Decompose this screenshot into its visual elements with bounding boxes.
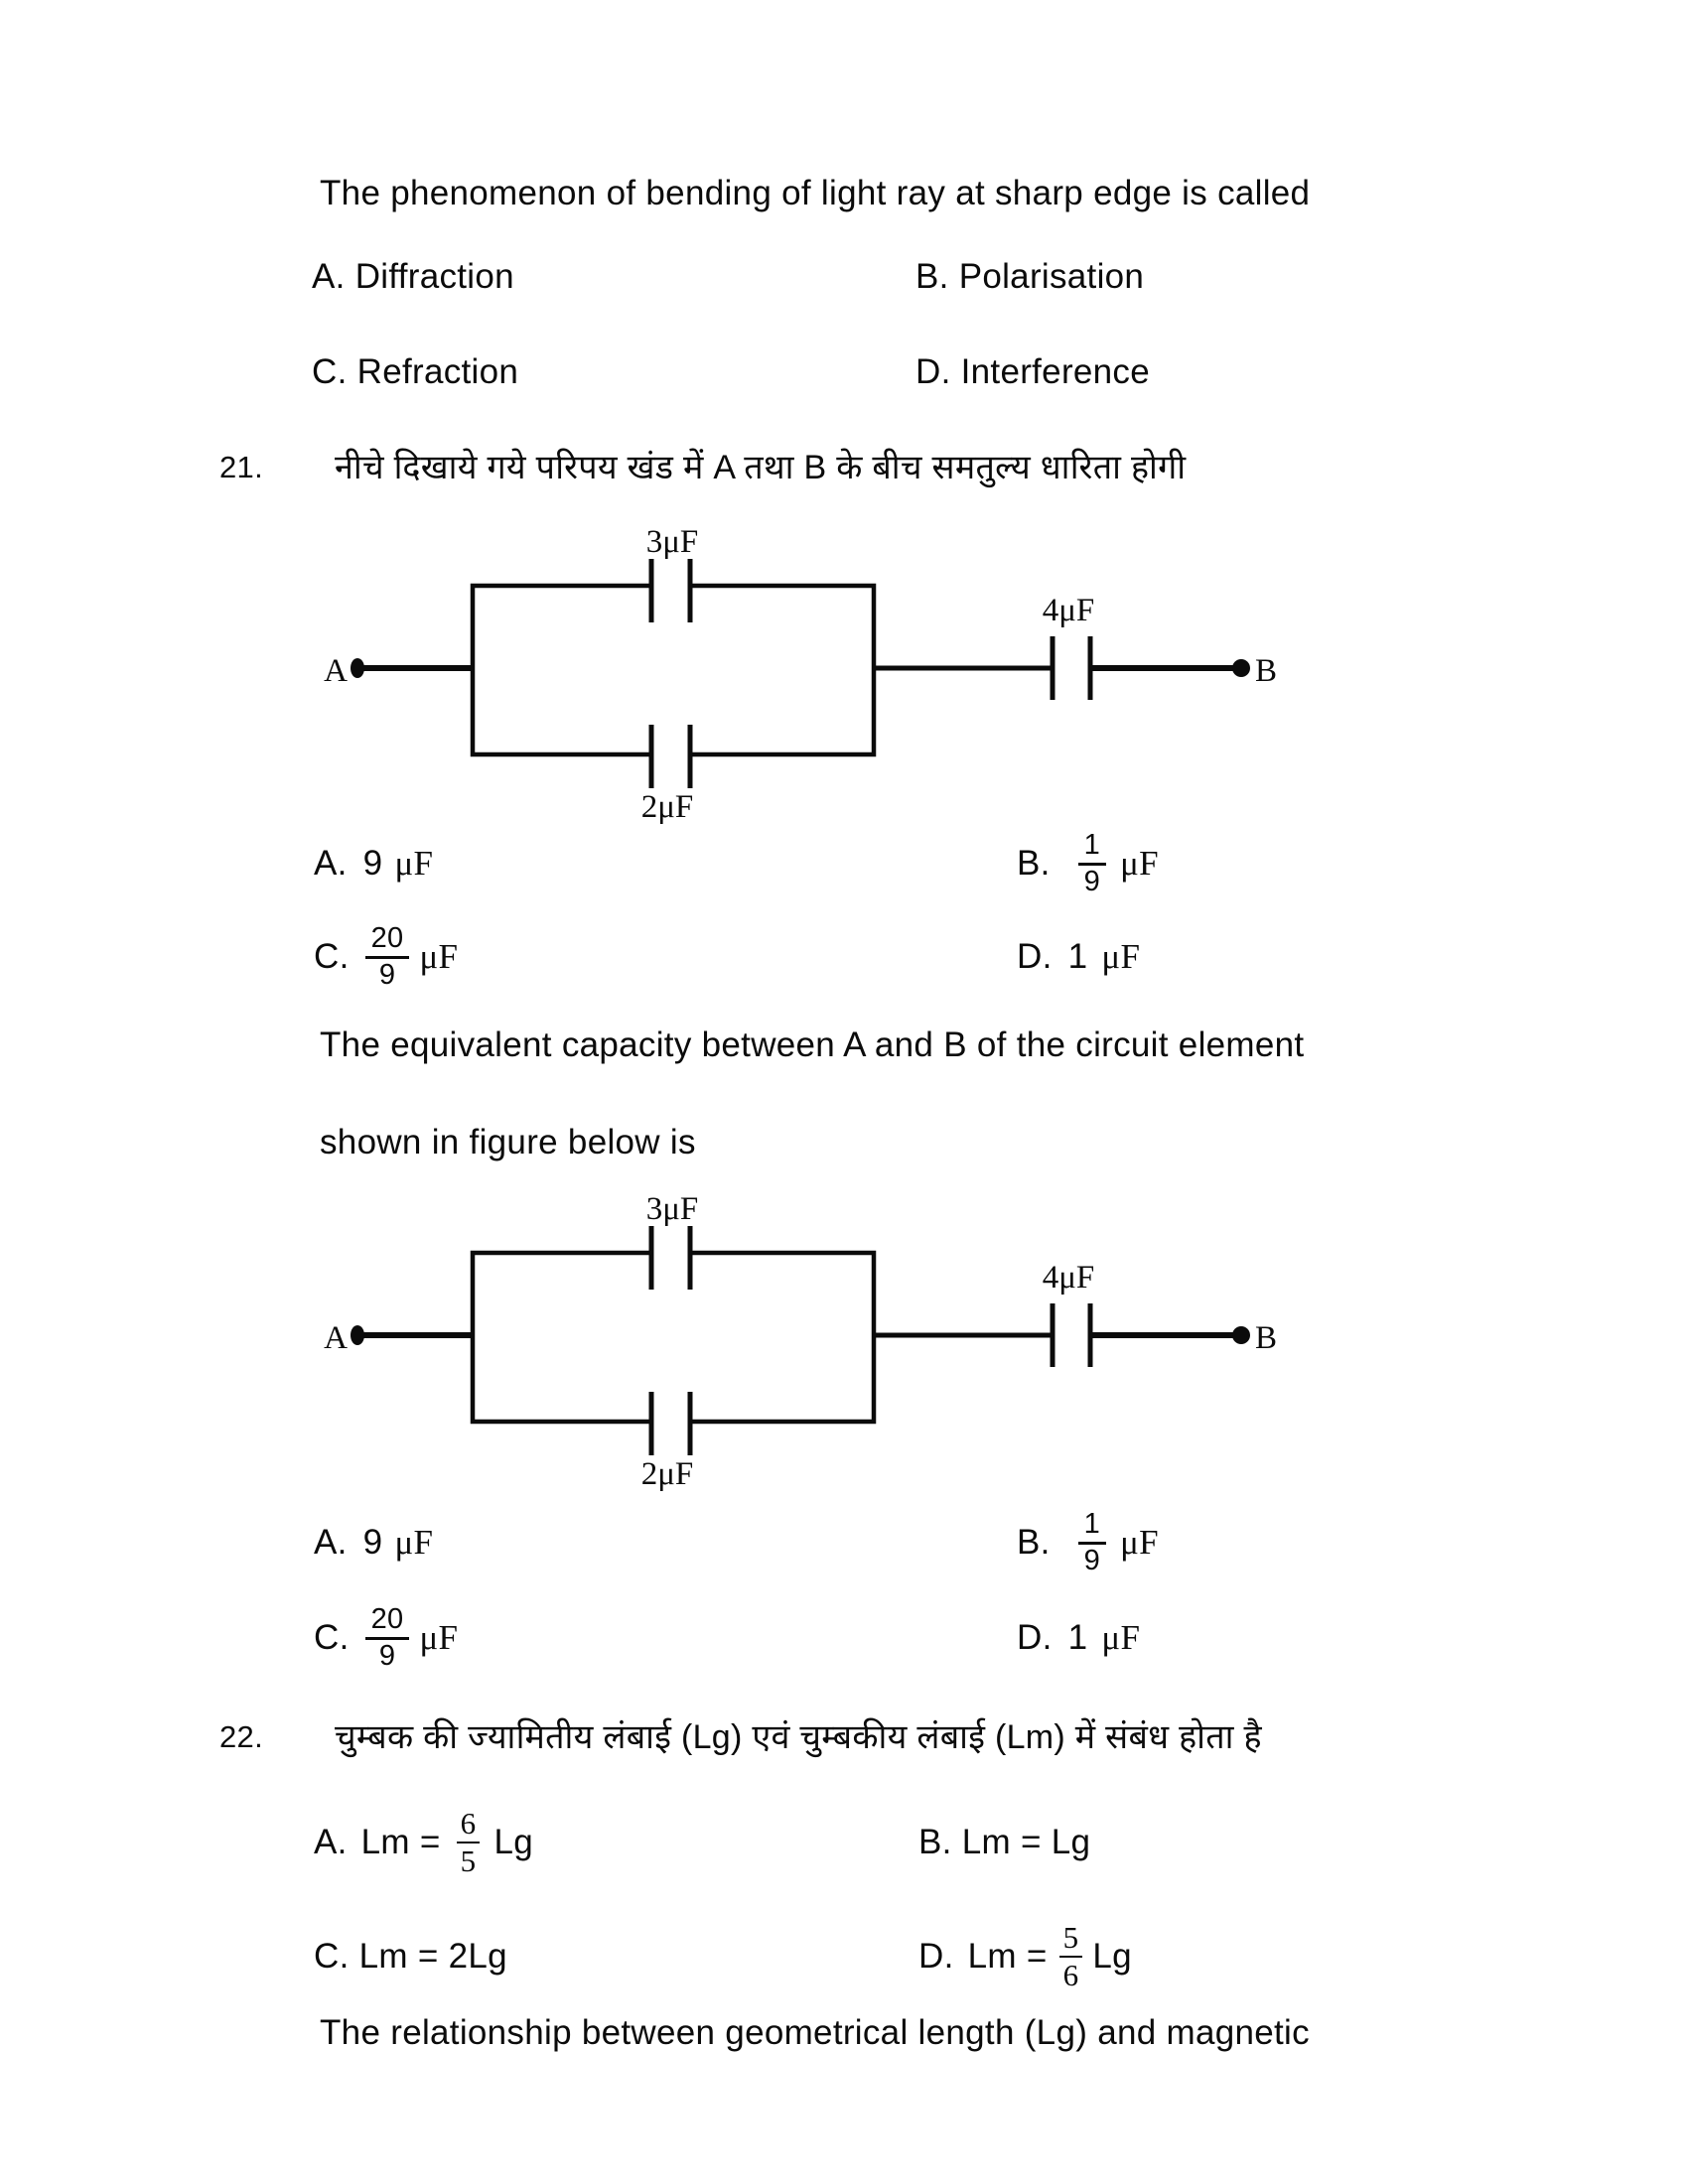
- q22-option-d-suffix: Lg: [1092, 1937, 1132, 1976]
- q20-option-c-text: C. Refraction: [312, 352, 519, 391]
- q22-number: 22.: [219, 1719, 263, 1754]
- q21-option-b-unit: μF: [1120, 844, 1159, 883]
- terminal-b-dot: [1232, 1326, 1250, 1344]
- q21b-option-a: A. 9 μF: [314, 1520, 433, 1566]
- q20-option-a: A. Diffraction: [312, 254, 514, 300]
- fraction-numerator: 20: [364, 923, 410, 959]
- q22-option-b: B. Lm = Lg: [918, 1820, 1090, 1865]
- q21-option-d-label: D.: [1017, 937, 1053, 976]
- q22-question-english-partial: The relationship between geometrical len…: [320, 2013, 1310, 2052]
- q22-option-d-fraction: 5 6: [1058, 1921, 1083, 1992]
- q21b-option-a-label: A.: [314, 1523, 348, 1562]
- terminal-a-label: A: [324, 1320, 348, 1356]
- q21-question-hindi: नीचे दिखाये गये परिपय खंड में A तथा B के…: [335, 449, 1187, 486]
- q22-option-a-label: A.: [314, 1823, 348, 1861]
- q21-option-c-unit: μF: [419, 937, 459, 976]
- right-capacitor-label: 4μF: [1043, 593, 1095, 628]
- q22-option-a-fraction: 6 5: [456, 1807, 481, 1878]
- q21-option-c: C. 20 9 μF: [314, 912, 458, 1002]
- circuit-loop-wire: [470, 583, 877, 757]
- q21-option-b-label: B.: [1017, 844, 1051, 883]
- q21b-option-c-label: C.: [314, 1618, 350, 1657]
- fraction-denominator: 9: [378, 959, 396, 991]
- q21-option-a: A. 9 μF: [314, 841, 433, 887]
- top-capacitor-label: 3μF: [646, 524, 699, 560]
- fraction-denominator: 9: [1083, 1545, 1101, 1576]
- q22-option-a-suffix: Lg: [493, 1823, 533, 1861]
- q22-option-c: C. Lm = 2Lg: [314, 1934, 507, 1979]
- q20-question-text: The phenomenon of bending of light ray a…: [320, 174, 1311, 212]
- q21b-option-a-value: 9: [362, 1523, 383, 1562]
- q20-option-a-text: A. Diffraction: [312, 257, 514, 296]
- q21-option-d-value: 1: [1067, 937, 1088, 976]
- q21b-option-a-unit: μF: [394, 1523, 434, 1562]
- fraction-numerator: 20: [364, 1604, 410, 1640]
- circuit-diagram-2: 3μF 2μF 4μF A B: [324, 1191, 1277, 1492]
- q21-option-d-unit: μF: [1101, 937, 1141, 976]
- q22-option-c-text: C. Lm = 2Lg: [314, 1937, 507, 1976]
- terminal-b-label: B: [1255, 1320, 1277, 1356]
- q20-option-b-text: B. Polarisation: [915, 257, 1145, 296]
- fraction-numerator: 1: [1077, 1509, 1107, 1545]
- q20-option-d-text: D. Interference: [915, 352, 1150, 391]
- q21-option-b: B. 1 9 μF: [1017, 819, 1159, 908]
- q22-option-b-text: B. Lm = Lg: [918, 1823, 1091, 1861]
- q21b-option-c-unit: μF: [419, 1618, 459, 1657]
- circuit-diagram-1: 3μF 2μF 4μF A B: [324, 524, 1277, 825]
- q21b-option-d-unit: μF: [1101, 1618, 1141, 1657]
- q22-option-a-prefix: Lm =: [360, 1823, 441, 1861]
- bottom-capacitor-label: 2μF: [641, 789, 694, 825]
- q21b-option-d: D. 1 μF: [1017, 1615, 1140, 1661]
- q22-option-d-prefix: Lm =: [967, 1937, 1048, 1976]
- terminal-b-label: B: [1255, 653, 1277, 689]
- terminal-a-dot: [351, 658, 364, 678]
- q21-question-english-line2: shown in figure below is: [320, 1123, 696, 1161]
- fraction-numerator: 6: [456, 1807, 481, 1843]
- q21b-option-b: B. 1 9 μF: [1017, 1498, 1159, 1587]
- fraction-numerator: 1: [1077, 830, 1107, 866]
- q21b-option-c: C. 20 9 μF: [314, 1593, 458, 1683]
- q21b-option-d-value: 1: [1067, 1618, 1088, 1657]
- q21b-option-c-fraction: 20 9: [364, 1604, 410, 1672]
- q21-option-d: D. 1 μF: [1017, 934, 1140, 980]
- q21-option-c-label: C.: [314, 937, 350, 976]
- q22-option-d: D. Lm = 5 6 Lg: [918, 1912, 1132, 2001]
- terminal-b-dot: [1232, 659, 1250, 677]
- fraction-numerator: 5: [1058, 1921, 1083, 1958]
- fraction-denominator: 6: [1062, 1958, 1079, 1992]
- right-capacitor-label: 4μF: [1043, 1260, 1095, 1296]
- q22-question-hindi: चुम्बक की ज्यामितीय लंबाई (Lg) एवं चुम्ब…: [335, 1718, 1262, 1756]
- q22-option-a: A. Lm = 6 5 Lg: [314, 1798, 533, 1887]
- terminal-a-label: A: [324, 653, 348, 689]
- q21b-option-b-fraction: 1 9: [1077, 1509, 1107, 1576]
- q21-option-a-unit: μF: [394, 844, 434, 883]
- q21-question-english-line1: The equivalent capacity between A and B …: [320, 1025, 1305, 1064]
- circuit-loop-wire: [470, 1250, 877, 1425]
- q20-option-c: C. Refraction: [312, 349, 518, 395]
- q21b-option-d-label: D.: [1017, 1618, 1053, 1657]
- fraction-denominator: 9: [378, 1640, 396, 1672]
- q21-option-a-label: A.: [314, 844, 348, 883]
- fraction-denominator: 5: [460, 1843, 477, 1878]
- q21-number: 21.: [219, 450, 263, 484]
- terminal-a-dot: [351, 1325, 364, 1345]
- q21-option-c-fraction: 20 9: [364, 923, 410, 991]
- fraction-denominator: 9: [1083, 866, 1101, 897]
- q20-option-b: B. Polarisation: [915, 254, 1144, 300]
- q21b-option-b-label: B.: [1017, 1523, 1051, 1562]
- top-capacitor-label: 3μF: [646, 1191, 699, 1227]
- q20-option-d: D. Interference: [915, 349, 1150, 395]
- bottom-capacitor-label: 2μF: [641, 1456, 694, 1492]
- q21-option-b-fraction: 1 9: [1077, 830, 1107, 897]
- q21-option-a-value: 9: [362, 844, 383, 883]
- q22-option-d-label: D.: [918, 1937, 954, 1976]
- q21b-option-b-unit: μF: [1120, 1523, 1159, 1562]
